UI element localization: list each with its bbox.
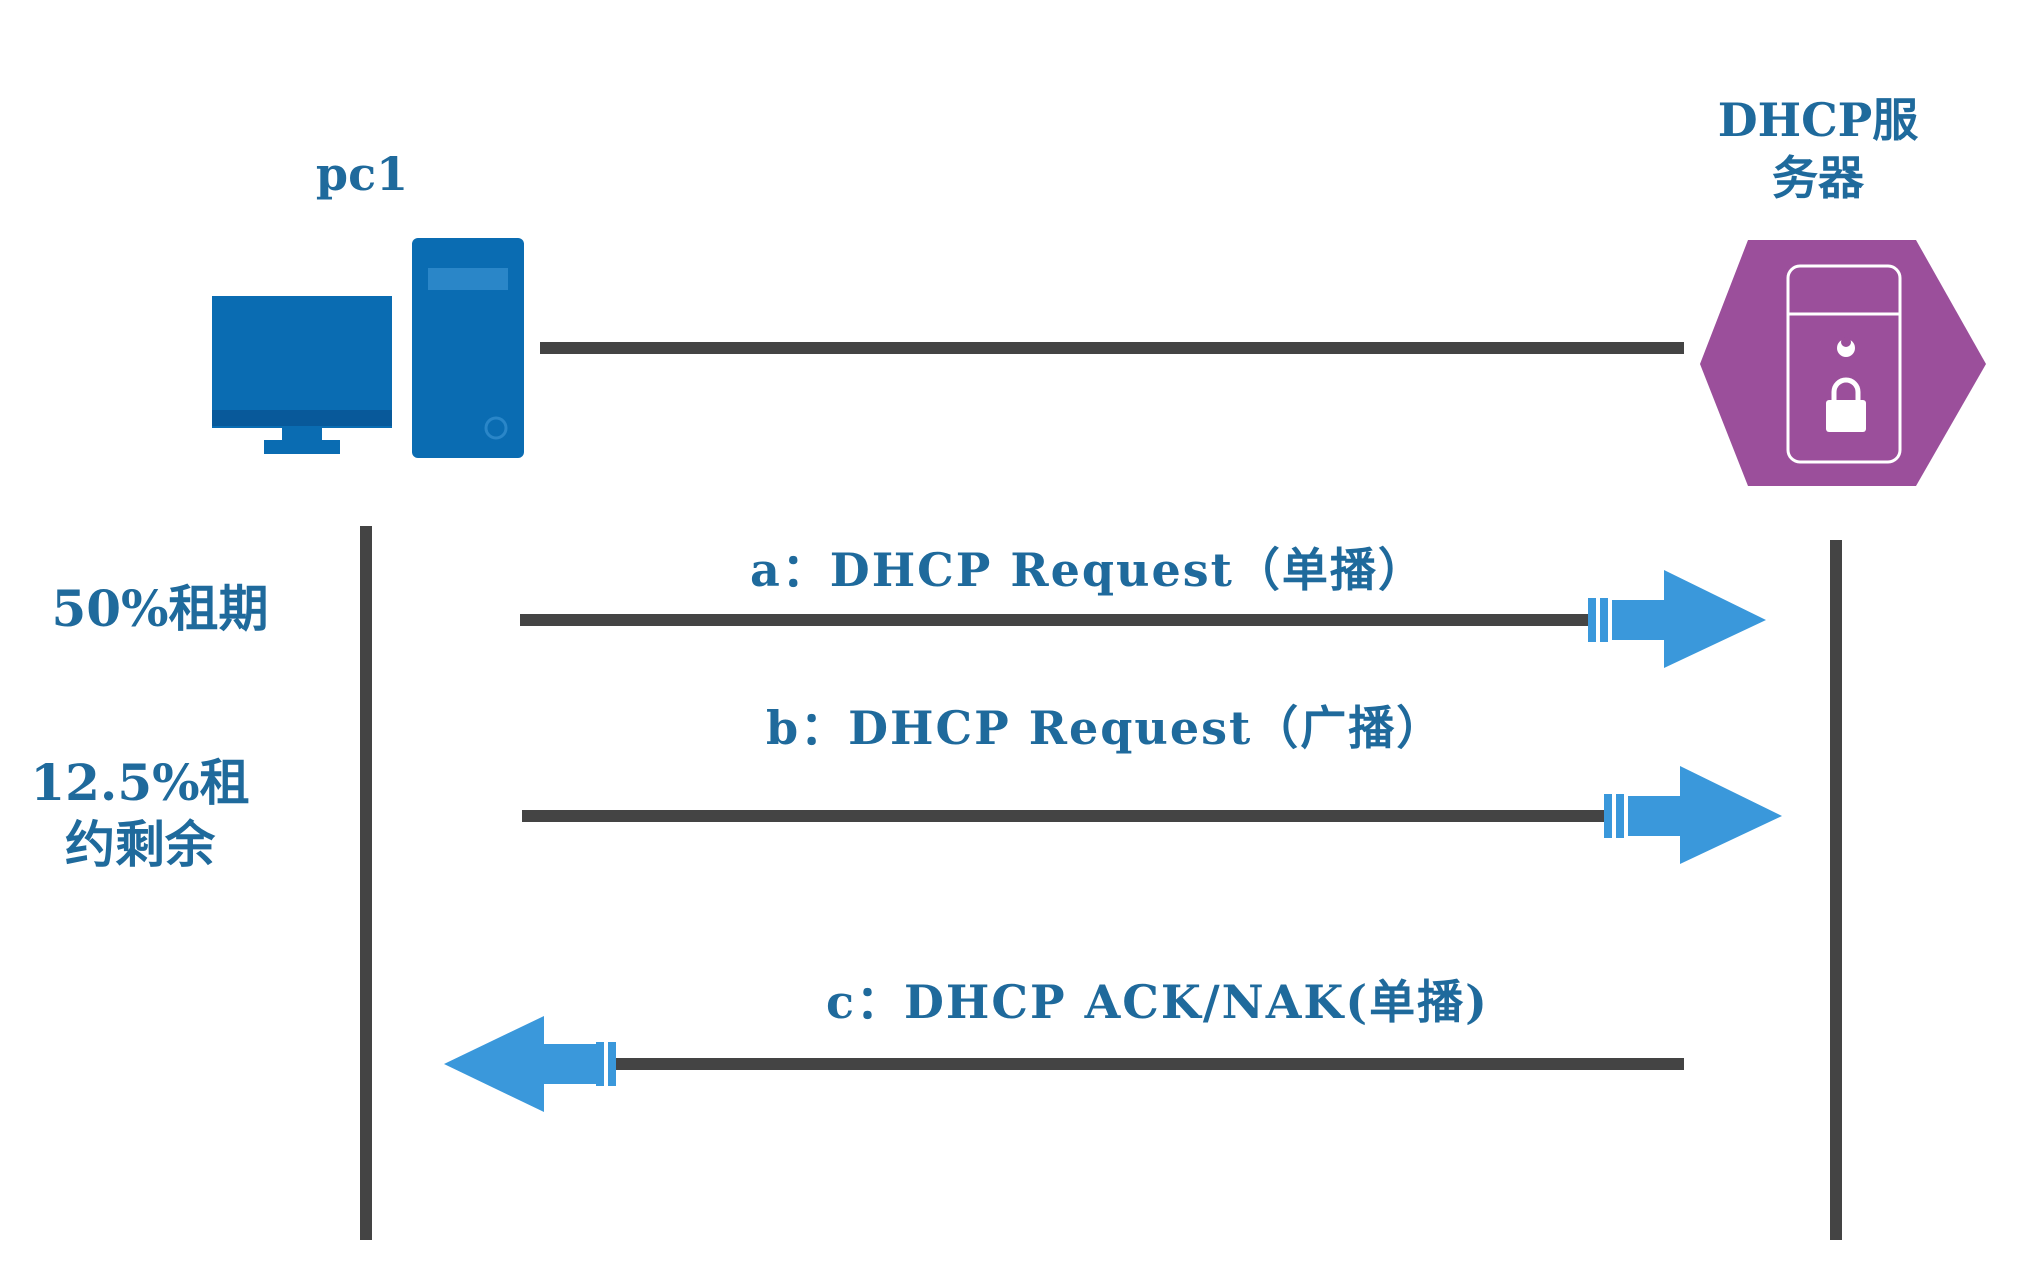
message-a-label: a：DHCP Request（单播） — [750, 543, 1426, 597]
server-label-line1: DHCP服 — [1718, 93, 1919, 147]
pc-monitor — [212, 296, 392, 428]
phase-remaining-line2: 约剩余 — [65, 815, 216, 874]
message-b-arrow — [522, 766, 1782, 864]
message-b-label: b：DHCP Request（广播） — [766, 701, 1444, 755]
message-a-arrow — [520, 570, 1766, 668]
message-c-label: c：DHCP ACK/NAK(单播) — [826, 975, 1489, 1029]
lock-icon — [1826, 377, 1866, 432]
dhcp-server-icon — [1700, 240, 1986, 486]
server-label-line2: 务器 — [1772, 151, 1865, 205]
pc1-label: pc1 — [316, 147, 408, 201]
pc-computer-icon — [212, 238, 524, 458]
phase-50-percent-lease: 50%租期 — [51, 579, 268, 638]
pc-tower — [412, 238, 524, 458]
phase-remaining-line1: 12.5%租 — [30, 753, 249, 812]
pc-monitor-stand — [282, 428, 322, 442]
pc-monitor-base — [264, 440, 340, 454]
message-c-arrow — [444, 1016, 1684, 1112]
